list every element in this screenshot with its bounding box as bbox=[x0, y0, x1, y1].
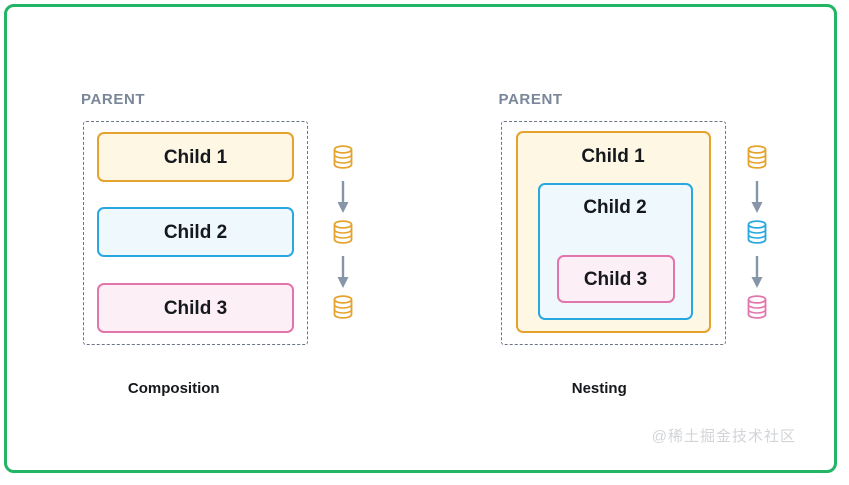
child-box-label: Child 2 bbox=[583, 197, 647, 218]
arrow-down-icon bbox=[336, 181, 350, 215]
child-box-3-nesting[interactable]: Child 3 bbox=[556, 255, 675, 303]
panel-composition: PARENT Child 1 Child 2 Child 3 bbox=[7, 7, 421, 470]
child-box-3-composition[interactable]: Child 3 bbox=[97, 283, 294, 333]
child-box-label: Child 2 bbox=[163, 221, 228, 243]
database-icon bbox=[332, 220, 354, 244]
parent-container-nesting bbox=[500, 121, 726, 345]
database-icon bbox=[332, 295, 354, 319]
database-icon bbox=[746, 145, 768, 169]
child-box-label: Child 3 bbox=[163, 297, 228, 319]
parent-container-composition bbox=[83, 121, 308, 345]
arrow-down-icon bbox=[750, 181, 764, 215]
database-icon bbox=[746, 295, 768, 319]
arrow-down-icon bbox=[750, 256, 764, 290]
child-box-label: Child 1 bbox=[581, 146, 645, 167]
child-box-label: Child 3 bbox=[583, 268, 648, 290]
panel-nesting: PARENT Child 1 Child 2 Child 3 bbox=[421, 7, 835, 470]
child-box-2-composition[interactable]: Child 2 bbox=[97, 207, 294, 257]
child-box-1-composition[interactable]: Child 1 bbox=[97, 132, 294, 182]
arrow-down-icon bbox=[336, 256, 350, 290]
watermark: @稀土掘金技术社区 bbox=[651, 428, 796, 445]
parent-label-composition: PARENT bbox=[81, 91, 146, 108]
child-box-label: Child 1 bbox=[163, 146, 228, 168]
parent-label-nesting: PARENT bbox=[498, 91, 563, 108]
caption-composition: Composition bbox=[127, 380, 220, 397]
caption-nesting: Nesting bbox=[571, 380, 627, 397]
database-icon bbox=[746, 220, 768, 244]
database-icon bbox=[332, 145, 354, 169]
diagram-frame: PARENT Child 1 Child 2 Child 3 bbox=[4, 4, 837, 473]
